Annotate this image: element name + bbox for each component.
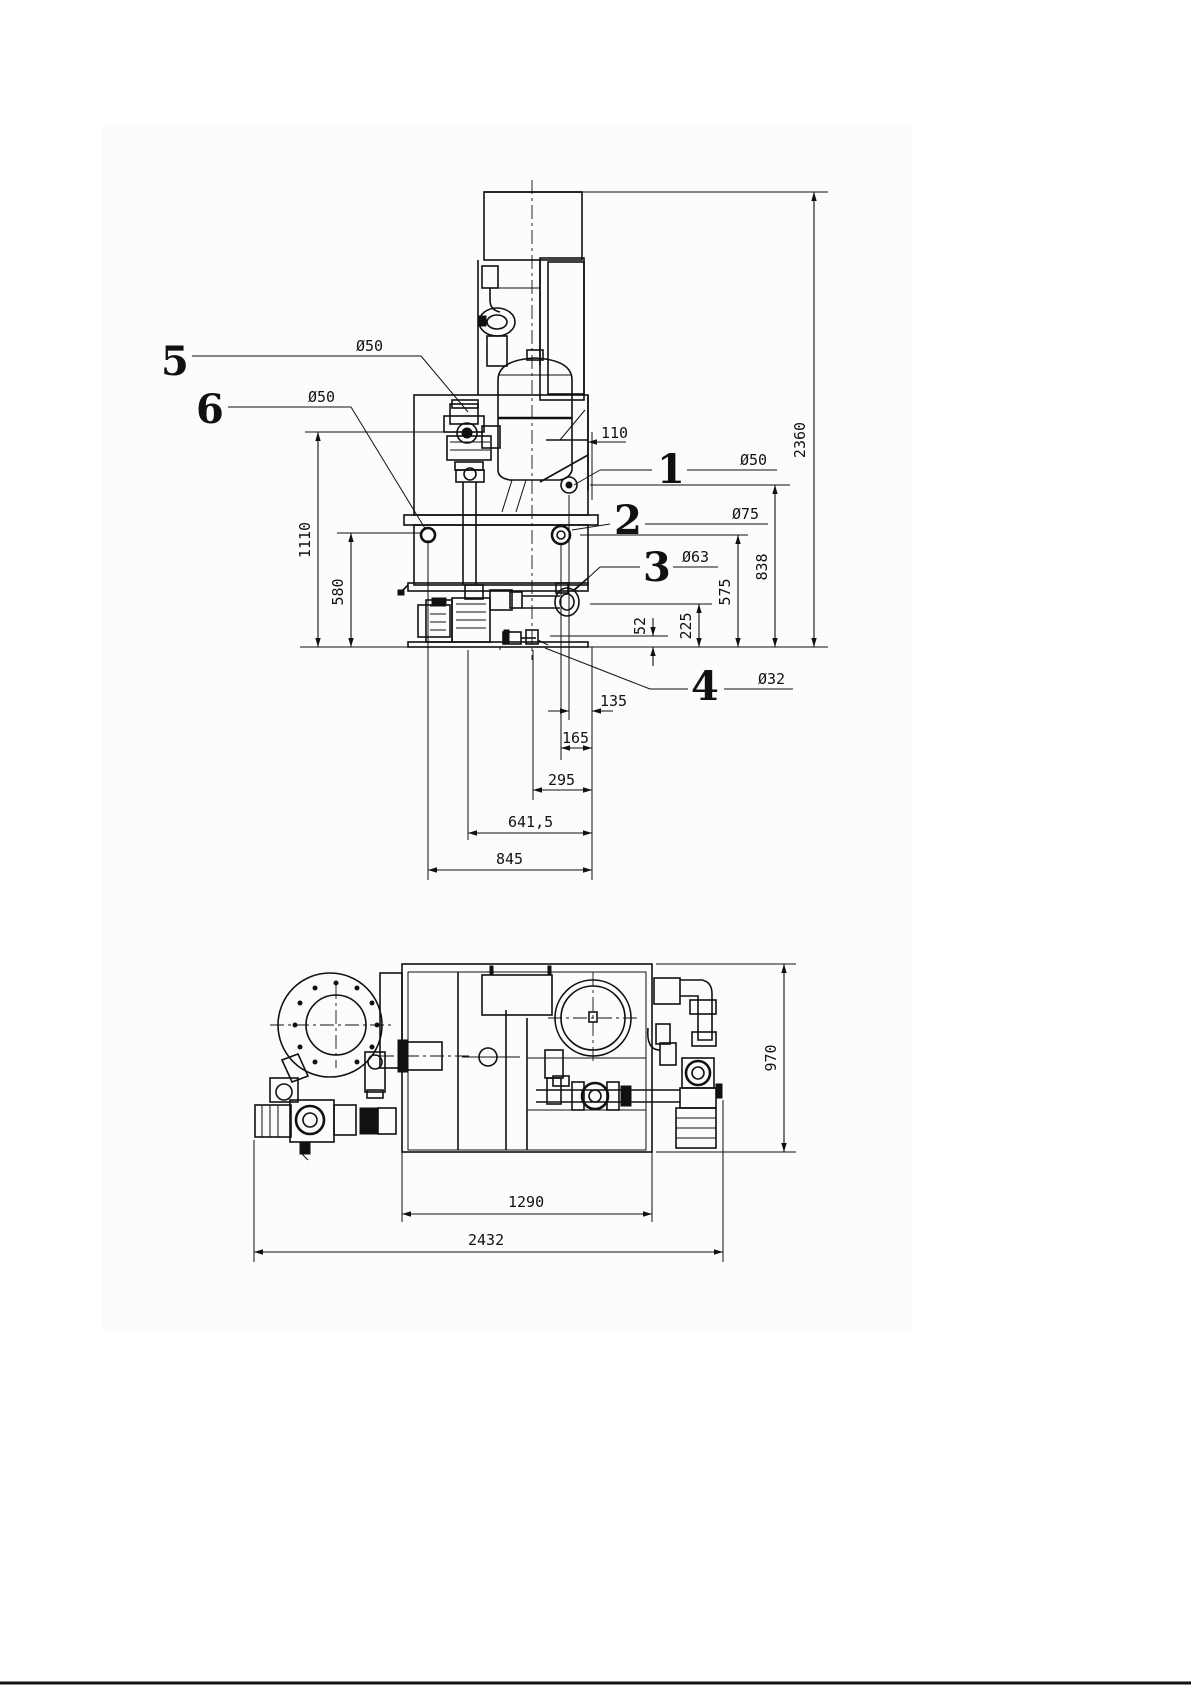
dim-height-575: 575: [716, 578, 734, 605]
dim-height-580: 580: [329, 578, 347, 605]
dim-width-641-5: 641,5: [508, 813, 553, 831]
dim-width-165: 165: [562, 729, 589, 747]
dim-width-2432: 2432: [468, 1231, 504, 1249]
callout-5-diameter: Ø50: [356, 337, 383, 355]
dim-height-225: 225: [677, 612, 695, 639]
callout-6-number: 6: [196, 386, 224, 433]
dim-height-2360: 2360: [791, 422, 809, 458]
callout-6-diameter: Ø50: [308, 388, 335, 406]
dim-height-1110: 1110: [296, 522, 314, 558]
dim-width-845: 845: [496, 850, 523, 868]
dim-height-838: 838: [753, 553, 771, 580]
callout-3-number: 3: [643, 544, 671, 591]
callout-5-number: 5: [161, 338, 189, 385]
dim-width-295: 295: [548, 771, 575, 789]
callout-4-diameter: Ø32: [758, 670, 785, 688]
callout-1-number: 1: [657, 446, 685, 493]
callout-3-diameter: Ø63: [682, 548, 709, 566]
callout-2-diameter: Ø75: [732, 505, 759, 523]
dim-width-1290: 1290: [508, 1193, 544, 1211]
callout-2-number: 2: [614, 497, 642, 544]
dim-depth-970: 970: [762, 1044, 780, 1071]
dim-offset-110: 110: [601, 424, 628, 442]
callout-1-diameter: Ø50: [740, 451, 767, 469]
callout-4-number: 4: [691, 663, 719, 710]
dim-width-135: 135: [600, 692, 627, 710]
dim-height-52: 52: [631, 617, 649, 635]
